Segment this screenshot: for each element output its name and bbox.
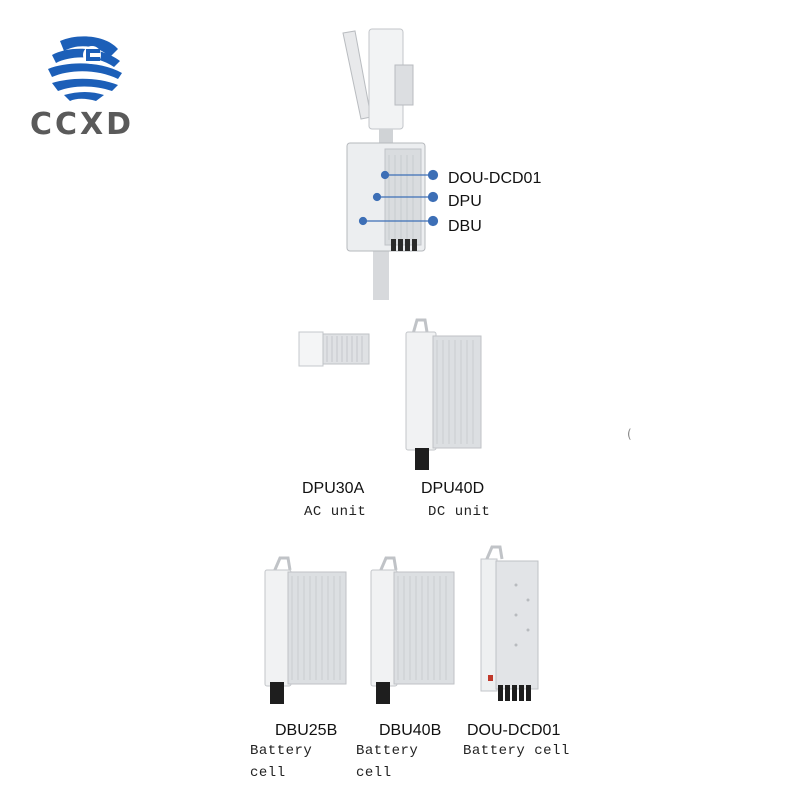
- callout-dot-dpu: [372, 192, 382, 202]
- dbu40b-desc-line1: Battery: [356, 743, 419, 759]
- callout-label-dbu: DBU: [448, 218, 482, 235]
- dou-dcd01-model: DOU-DCD01: [467, 722, 561, 739]
- brand-logo: CCXD: [30, 35, 155, 142]
- callout-label-dou-dcd01: DOU-DCD01: [448, 170, 542, 187]
- dbu40b-image: [368, 556, 458, 706]
- dpu30a-image: [297, 330, 372, 370]
- dbu25b-model: DBU25B: [275, 722, 338, 739]
- dpu30a-model: DPU30A: [302, 480, 365, 497]
- dpu40d-desc: DC unit: [428, 504, 491, 520]
- dou-dcd01-image: [478, 545, 543, 705]
- dbu25b-desc-line2: cell: [250, 765, 286, 781]
- dbu25b-desc-line1: Battery: [250, 743, 313, 759]
- logo-text: CCXD: [30, 107, 135, 142]
- pole-assembly-image: [335, 25, 435, 300]
- dpu40d-model: DPU40D: [421, 480, 485, 497]
- callout-lines: [358, 169, 439, 227]
- callout-label-dpu: DPU: [448, 193, 482, 210]
- dou-dcd01-desc-line1: Battery cell: [463, 743, 570, 759]
- dbu25b-image: [262, 556, 350, 706]
- callout-dot-dou: [380, 170, 390, 180]
- callout-dot-dbu: [358, 216, 368, 226]
- stray-glyph: (: [627, 427, 632, 441]
- dbu40b-desc-line2: cell: [356, 765, 392, 781]
- dpu30a-desc: AC unit: [304, 504, 367, 520]
- dpu40d-image: [403, 318, 485, 473]
- globe-logo-icon: [48, 36, 122, 101]
- dbu40b-model: DBU40B: [379, 722, 442, 739]
